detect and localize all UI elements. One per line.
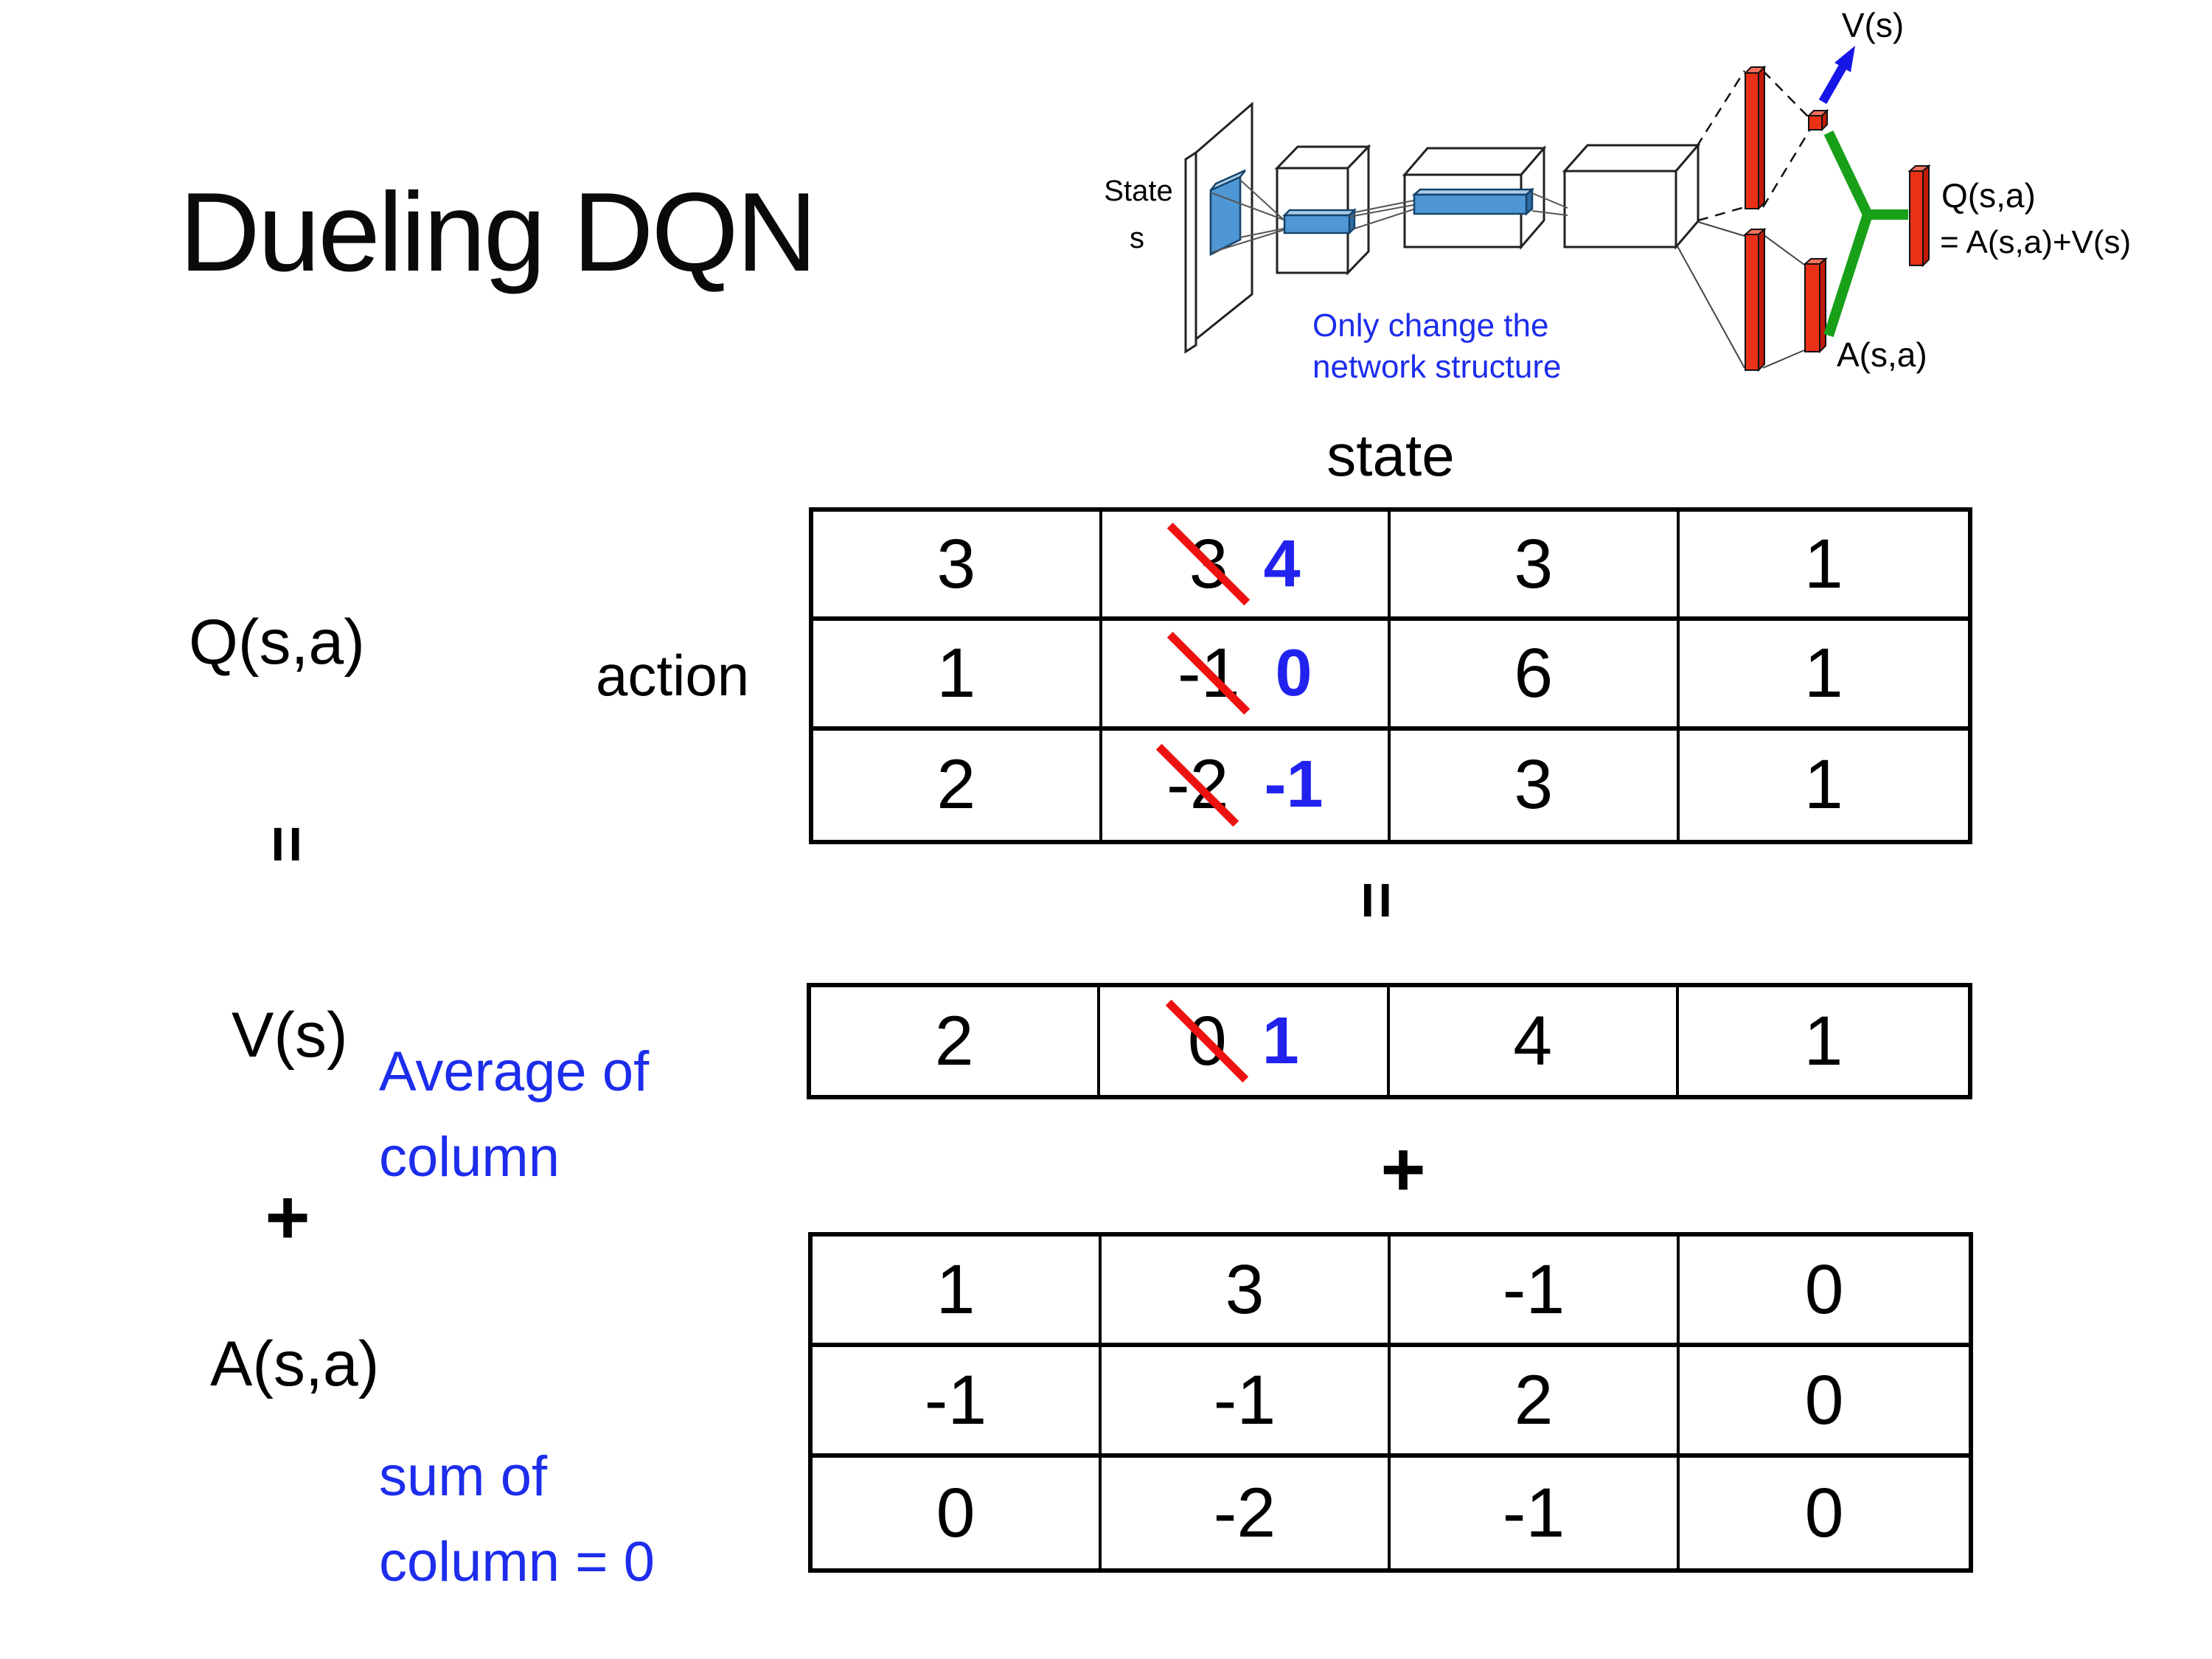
a-cell-r2c1: -2 (1102, 1458, 1391, 1568)
q-new-value: 4 (1263, 526, 1301, 601)
v-cell-c0: 2 (811, 987, 1101, 1095)
q-old-value: -2 (1156, 743, 1239, 827)
fc-v-hidden-bar (1743, 65, 1767, 211)
v-matrix-label: V(s) (232, 1000, 348, 1071)
fan-lines-input-conv1 (1211, 179, 1284, 253)
merge-green-connector (1823, 130, 1908, 338)
action-axis-label: action (596, 643, 750, 708)
v-cell-c3: 1 (1804, 1001, 1843, 1080)
v-scalar-box (1806, 108, 1829, 132)
state-input-label-line2: s (1130, 222, 1144, 254)
q-cell-r2c0: 2 (813, 730, 1102, 840)
state-axis-label: state (1326, 422, 1455, 488)
v-table: 2 0 1 4 1 (807, 983, 1972, 1099)
a-cell-r1c1: -1 (1102, 1347, 1391, 1458)
plus-sign-left: + (265, 1175, 310, 1261)
q-cell-r1c0: 1 (813, 621, 1102, 731)
v-output-arrow (1818, 46, 1855, 104)
a-cell-r0c0: 1 (813, 1237, 1102, 1347)
network-note-line1: Only change the (1312, 307, 1548, 344)
v-cell-c1: 0 1 (1100, 987, 1390, 1095)
q-matrix-label: Q(s,a) (189, 607, 365, 678)
input-plane-side (1184, 150, 1197, 354)
conv3-box (1563, 170, 1677, 248)
conv2-box-top (1402, 147, 1547, 176)
q-output-label: Q(s,a) (1941, 176, 2036, 215)
equals-sign-left: = (251, 825, 324, 863)
solid-projection-a-stream (1677, 221, 1805, 369)
input-filter (1209, 175, 1242, 257)
equals-sign-middle: = (1340, 881, 1414, 919)
a-cell-r2c3: 0 (1804, 1473, 1844, 1552)
a-table: 1 3 -1 0 -1 -1 2 0 0 -2 -1 0 (808, 1232, 1973, 1573)
fan-lines-conv2-conv3 (1531, 192, 1568, 216)
average-note-line1: Average of (379, 1040, 650, 1103)
q-cell-r1c1: -1 0 (1102, 621, 1391, 731)
state-input-label-line1: State (1104, 175, 1172, 207)
q-cell-r1c2: 6 (1391, 621, 1680, 731)
v-cell-c2: 4 (1390, 987, 1679, 1095)
q-cell-r0c2: 3 (1391, 512, 1680, 622)
sum-note: sum of column = 0 (379, 1434, 655, 1606)
a-cell-r1c3: 0 (1680, 1347, 1969, 1458)
q-cell-r2c3: 1 (1804, 745, 1843, 824)
q-cell-r2c2: 3 (1391, 730, 1680, 840)
a-cell-r0c2: -1 (1391, 1237, 1680, 1347)
q-cell-r0c1: 3 4 (1102, 512, 1391, 622)
q-old-value: -1 (1166, 632, 1251, 715)
a-cell-r1c0: -1 (813, 1347, 1102, 1458)
plus-sign-middle: + (1380, 1127, 1426, 1213)
a-cell-r2c2: -1 (1391, 1458, 1680, 1568)
q-old-value: 3 (1167, 522, 1251, 606)
dueling-network-diagram: State s V(s) Q(s,a) = A(s,a)+V(s) A(s,a)… (1104, 6, 2131, 385)
fan-lines-conv1-conv2 (1349, 200, 1414, 229)
q-new-value: -1 (1264, 748, 1324, 822)
q-cell-r0c3: 1 (1679, 512, 1968, 622)
a-matrix-label: A(s,a) (210, 1329, 380, 1399)
q-cell-r2c1: -2 -1 (1102, 730, 1391, 840)
average-note: Average of column (379, 1029, 649, 1201)
q-cell-r0c0: 3 (813, 512, 1102, 622)
q-table: 3 3 4 3 1 1 -1 0 6 1 2 -2 -1 3 1 (809, 507, 1972, 844)
a-vector-bar (1803, 257, 1828, 354)
conv2-feature (1413, 193, 1528, 215)
network-note-line2: network structure (1312, 349, 1561, 385)
q-cell-r1c3: 1 (1679, 621, 1968, 731)
q-vector-bar (1907, 164, 1931, 268)
a-cell-r0c1: 3 (1102, 1237, 1391, 1347)
conv1-feature (1283, 214, 1351, 234)
fc-a-hidden-bar (1743, 227, 1767, 372)
sum-note-line2: column = 0 (379, 1531, 655, 1594)
a-cell-r1c2: 2 (1391, 1347, 1680, 1458)
a-cell-r0c3: 0 (1680, 1237, 1969, 1347)
v-new-value: 1 (1262, 1004, 1299, 1078)
v-old-value: 0 (1166, 999, 1249, 1083)
q-output-formula: = A(s,a)+V(s) (1940, 224, 2131, 260)
average-note-line2: column (379, 1126, 560, 1189)
v-output-label: V(s) (1842, 6, 1904, 44)
q-new-value: 0 (1275, 636, 1312, 710)
dashed-projection-v-stream (1695, 70, 1811, 222)
slide-title: Dueling DQN (179, 170, 817, 295)
a-output-label: A(s,a) (1837, 335, 1927, 374)
sum-note-line1: sum of (379, 1445, 548, 1508)
a-cell-r2c0: 0 (813, 1458, 1102, 1568)
